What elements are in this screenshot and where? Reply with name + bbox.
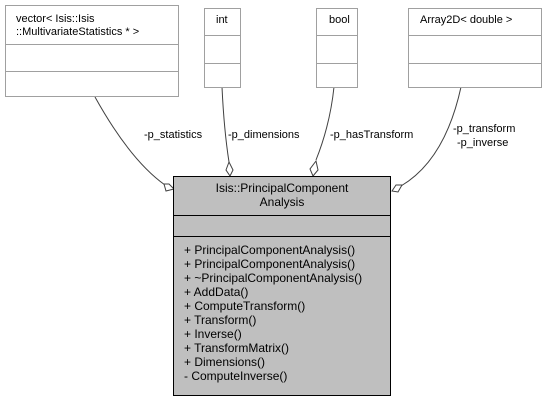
- operation: + ComputeTransform(): [184, 299, 306, 313]
- diamond-transform: [391, 184, 403, 193]
- class-int-attrs: [205, 35, 240, 63]
- class-principal-component-analysis[interactable]: Isis::PrincipalComponent Analysis + Prin…: [173, 176, 391, 396]
- edge-label-dimensions: -p_dimensions: [228, 129, 300, 141]
- edge-label-statistics: -p_statistics: [144, 129, 203, 141]
- operation: + Transform(): [184, 313, 257, 327]
- class-bool[interactable]: bool: [316, 8, 358, 88]
- class-vector-title-line2: ::MultivariateStatistics * >: [16, 26, 140, 38]
- operation: + ~PrincipalComponentAnalysis(): [184, 271, 363, 285]
- class-bool-ops: [317, 63, 357, 87]
- operation: + AddData(): [184, 285, 249, 299]
- class-vector-attrs: [6, 44, 178, 71]
- class-array2d-title: Array2D< double >: [420, 14, 513, 26]
- class-vector[interactable]: vector< Isis::Isis ::MultivariateStatist…: [5, 5, 179, 97]
- diamond-statistics: [163, 183, 175, 192]
- operation: + PrincipalComponentAnalysis(): [184, 257, 356, 271]
- class-int-ops: [205, 63, 240, 87]
- edge-label-has-transform: -p_hasTransform: [330, 129, 414, 141]
- operation: + PrincipalComponentAnalysis(): [184, 243, 356, 257]
- class-bool-title: bool: [329, 14, 350, 26]
- operation: + Inverse(): [184, 327, 242, 341]
- edge-transform: [400, 86, 462, 187]
- edge-has-transform: [315, 86, 335, 161]
- diamond-dimensions: [225, 160, 234, 177]
- class-int-title: int: [216, 14, 228, 26]
- main-class-operations: + PrincipalComponentAnalysis() + Princip…: [174, 236, 390, 383]
- edge-label-inverse: -p_inverse: [457, 137, 509, 149]
- class-array2d[interactable]: Array2D< double >: [408, 8, 542, 88]
- class-int[interactable]: int: [204, 8, 241, 88]
- edge-dimensions: [221, 86, 230, 163]
- operation: + Dimensions(): [184, 355, 266, 369]
- edge-statistics: [94, 96, 166, 186]
- main-class-attributes: [174, 215, 390, 236]
- class-vector-title: vector< Isis::Isis ::MultivariateStatist…: [6, 6, 178, 44]
- class-bool-attrs: [317, 35, 357, 63]
- edge-label-transform: -p_transform: [453, 123, 516, 135]
- main-class-title-line2: Analysis: [259, 195, 305, 209]
- operation: - ComputeInverse(): [184, 369, 288, 383]
- main-class-title: Isis::PrincipalComponent Analysis: [174, 177, 390, 215]
- diamond-has-transform: [309, 159, 319, 177]
- class-vector-ops: [6, 71, 178, 96]
- class-vector-title-line1: vector< Isis::Isis: [16, 13, 95, 25]
- class-array2d-ops: [409, 63, 541, 87]
- class-array2d-attrs: [409, 35, 541, 63]
- operation: + TransformMatrix(): [184, 341, 290, 355]
- main-class-title-line1: Isis::PrincipalComponent: [215, 181, 349, 195]
